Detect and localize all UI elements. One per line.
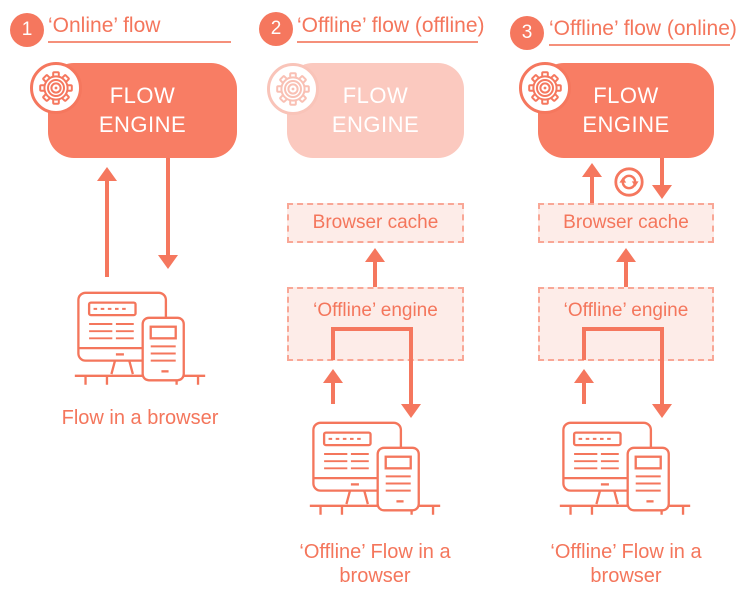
gear-icon — [276, 72, 310, 106]
gear-badge-faded — [267, 63, 319, 115]
engine-to-cache-arrow — [616, 248, 636, 287]
title-underline — [297, 41, 478, 43]
caption-offline-flow-in-browser: ‘Offline’ Flow in a browser — [550, 541, 702, 587]
title-underline — [48, 41, 231, 43]
gear-badge — [519, 62, 571, 114]
connector-bracket — [331, 327, 413, 331]
caption-flow-in-browser: Flow in a browser — [61, 407, 219, 429]
offline-engine-label: ‘Offline’ engine — [563, 300, 689, 321]
browser-devices-icon — [558, 421, 692, 526]
browser-to-offline-engine-arrow — [574, 369, 594, 404]
step-badge-3: 3 — [510, 16, 544, 50]
offline-engine-to-browser-arrow — [401, 327, 421, 418]
gear-badge — [30, 62, 82, 114]
browser-devices-icon — [308, 421, 442, 526]
step-number: 1 — [21, 19, 33, 40]
step-number: 3 — [521, 22, 533, 43]
connector-bracket-left-leg — [331, 327, 335, 360]
column-title-offline-flow-offline: ‘Offline’ flow (offline) — [297, 14, 485, 37]
offline-engine-box: ‘Offline’ engine — [287, 287, 464, 361]
cache-to-engine-arrow — [582, 163, 602, 203]
engine-to-browser-arrow — [158, 158, 178, 269]
flow-engine-label: FLOW ENGINE — [582, 82, 670, 137]
step-number: 2 — [270, 18, 282, 39]
step-badge-2: 2 — [259, 12, 293, 46]
browser-devices-icon — [73, 291, 207, 396]
offline-engine-to-browser-arrow — [652, 327, 672, 418]
offline-engine-box: ‘Offline’ engine — [538, 287, 714, 361]
column-title-online-flow: ‘Online’ flow — [48, 14, 161, 37]
gear-icon — [528, 71, 562, 105]
step-badge-1: 1 — [10, 13, 44, 47]
browser-cache-box: Browser cache — [287, 203, 464, 243]
browser-cache-label: Browser cache — [312, 212, 439, 233]
column-title-offline-flow-online: ‘Offline’ flow (online) — [549, 17, 737, 40]
caption-offline-flow-in-browser: ‘Offline’ Flow in a browser — [299, 541, 451, 587]
flow-engine-label: FLOW ENGINE — [331, 82, 420, 137]
gear-icon — [39, 71, 73, 105]
browser-cache-box: Browser cache — [538, 203, 714, 243]
offline-engine-label: ‘Offline’ engine — [313, 300, 438, 321]
browser-cache-label: Browser cache — [563, 212, 689, 233]
browser-to-offline-engine-arrow — [323, 369, 343, 404]
connector-bracket — [582, 327, 664, 331]
browser-to-engine-arrow — [97, 167, 117, 277]
sync-icon — [613, 166, 645, 198]
engine-to-cache-arrow — [652, 158, 672, 199]
title-underline — [549, 44, 730, 46]
flow-engine-label: FLOW ENGINE — [98, 82, 187, 137]
engine-to-cache-arrow — [365, 248, 385, 287]
connector-bracket-left-leg — [582, 327, 586, 360]
